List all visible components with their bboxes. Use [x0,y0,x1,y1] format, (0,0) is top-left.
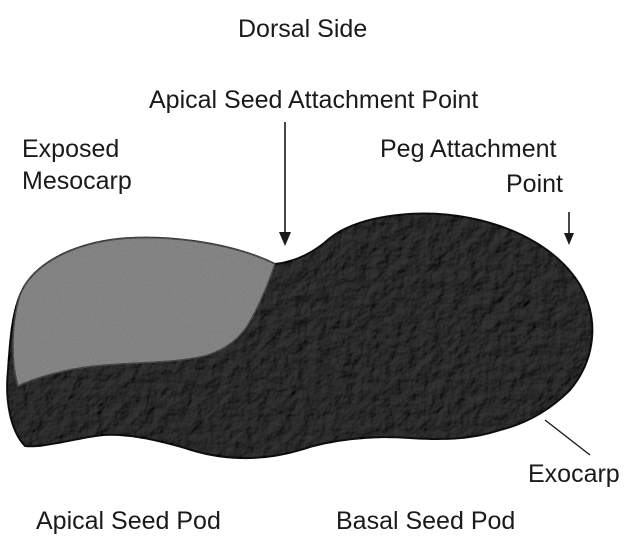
exocarp-leader-line [545,420,590,455]
exposed-mesocarp-label-line1: Exposed [22,134,119,164]
peg-point-arrowhead [564,233,574,245]
apical-seed-pod-label: Apical Seed Pod [36,506,221,536]
dorsal-side-label: Dorsal Side [238,14,367,44]
apical-point-arrowhead [279,232,291,246]
peg-attachment-label-line2: Point [506,169,563,199]
apical-attachment-label: Apical Seed Attachment Point [149,85,478,115]
peg-attachment-label-line1: Peg Attachment [380,134,557,164]
basal-seed-pod-label: Basal Seed Pod [336,506,515,536]
exocarp-label: Exocarp [528,459,620,489]
exposed-mesocarp-label-line2: Mesocarp [22,166,132,196]
